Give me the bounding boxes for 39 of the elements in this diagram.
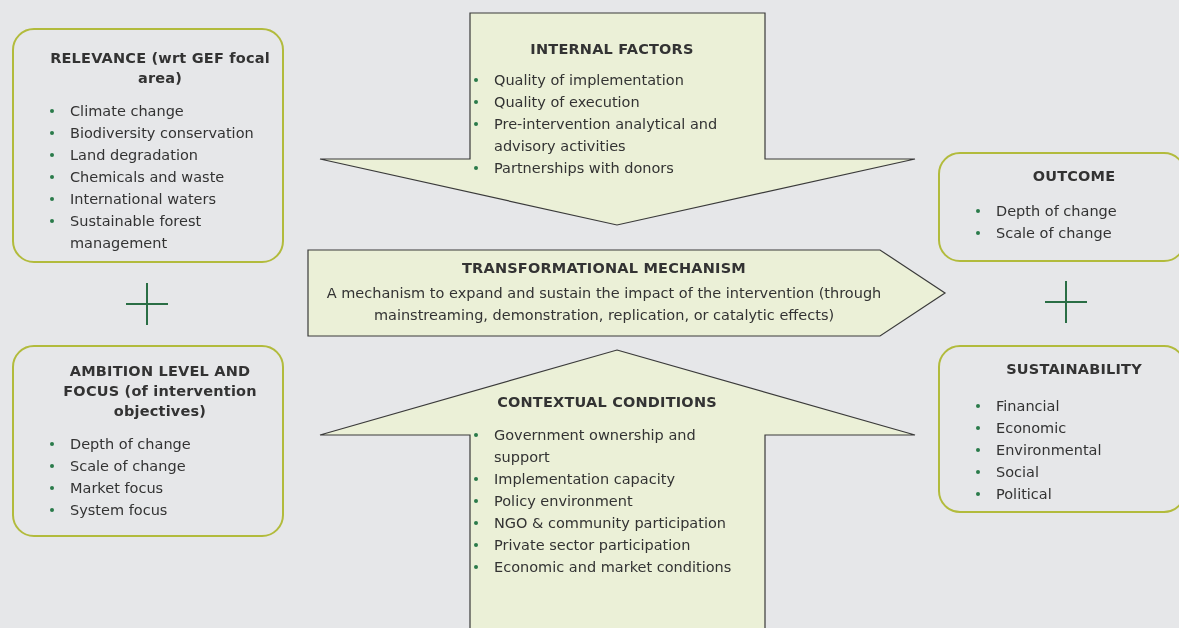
list-item: Sustainable forest management	[70, 212, 203, 253]
list-item: System focus	[70, 501, 169, 520]
rounded-box	[12, 28, 284, 263]
list-item: Pre-intervention analytical and advisory activities	[494, 115, 719, 156]
list-item: Private sector participation	[494, 536, 692, 555]
list-item: Partnerships with donors	[494, 159, 675, 178]
heading: INTERNAL FACTORS	[529, 40, 695, 59]
list-item: Economic	[996, 419, 1068, 438]
list-item: Scale of change	[70, 457, 187, 476]
heading: TRANSFORMATIONAL MECHANISM	[461, 259, 747, 278]
list-item: Depth of change	[996, 202, 1118, 221]
list-item: International waters	[70, 190, 218, 209]
rounded-box	[938, 345, 1179, 513]
heading: SUSTAINABILITY	[1005, 360, 1143, 379]
list-item: Financial	[996, 397, 1061, 416]
list-item: Social	[996, 463, 1040, 482]
list-item: Environmental	[996, 441, 1103, 460]
list-item: Quality of implementation	[494, 71, 685, 90]
list-item: Market focus	[70, 479, 165, 498]
list-item: Quality of execution	[494, 93, 641, 112]
list-item: NGO & community participation	[494, 514, 728, 533]
list-item: Depth of change	[70, 435, 192, 454]
list-item: Political	[996, 485, 1053, 504]
heading: CONTEXTUAL CONDITIONS	[496, 393, 718, 412]
heading: OUTCOME	[1031, 167, 1117, 186]
rounded-box	[938, 152, 1179, 262]
list-item: Chemicals and waste	[70, 168, 226, 187]
list-item: Land degradation	[70, 146, 199, 165]
list-item: Policy environment	[494, 492, 634, 511]
list-item: Scale of change	[996, 224, 1113, 243]
list-item: Biodiversity conservation	[70, 124, 255, 143]
list-item: Implementation capacity	[494, 470, 676, 489]
heading: AMBITION LEVEL AND FOCUS (of intervention objectives)	[62, 362, 258, 421]
list-item: Climate change	[70, 102, 185, 121]
description: A mechanism to expand and sustain the impact of the intervention (through mainstreaming, demonstration, replication, or catalytic effects)	[325, 284, 883, 325]
list-item: Government ownership and support	[494, 426, 697, 467]
list-item: Economic and market conditions	[494, 558, 733, 577]
rounded-box	[12, 345, 284, 537]
heading: RELEVANCE (wrt GEF focal area)	[49, 49, 271, 88]
